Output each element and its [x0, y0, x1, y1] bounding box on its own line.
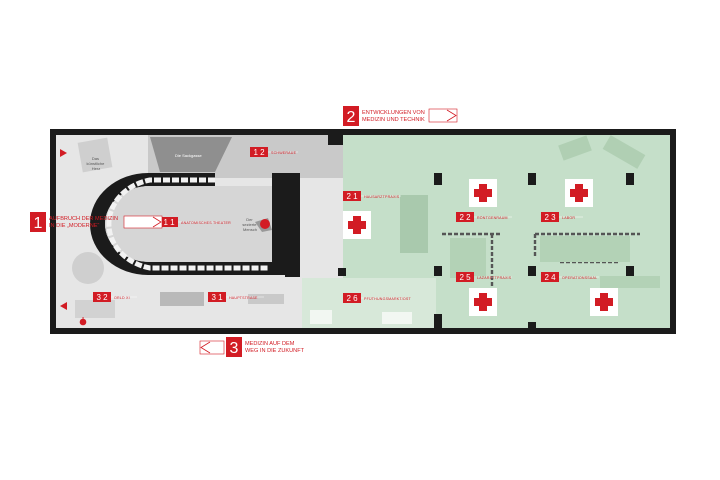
svg-text:RÖNTGENRAUM: RÖNTGENRAUM: [477, 216, 508, 220]
room-label-3-1: 3 1 HAUPTSTRAßE: [208, 292, 264, 302]
svg-text:ANATOMISCHES THEATER: ANATOMISCHES THEATER: [181, 221, 231, 225]
room-label-2-5: 2 5 LAZARETTPRAXIS: [456, 272, 512, 282]
heart-model: [260, 219, 270, 229]
room-label-1-1: 1 1 ANATOMISCHES THEATER: [160, 217, 231, 227]
triangle-marker-icon: [60, 302, 67, 310]
exhibit-table: [248, 294, 284, 304]
desk: [450, 238, 486, 278]
svg-text:AUFBRUCH DER MEDIZIN: AUFBRUCH DER MEDIZIN: [49, 216, 118, 222]
room-label-2-4: 2 4 OPERATIONSSAAL: [541, 272, 599, 282]
red-cross-icon: [469, 179, 497, 207]
shelf: [602, 135, 646, 169]
svg-text:HAUPTSTRAßE: HAUPTSTRAßE: [229, 296, 258, 300]
pillar: [528, 173, 536, 185]
svg-text:WEG IN DIE ZUKUNFT: WEG IN DIE ZUKUNFT: [245, 348, 305, 354]
svg-text:2 4: 2 4: [544, 273, 556, 282]
svg-text:2 1: 2 1: [346, 192, 358, 201]
room-label-1-2: 1 2 SCHWERAUE: [250, 147, 298, 157]
sackgasse-floor: [150, 137, 232, 172]
section-label-1: 1 AUFBRUCH DER MEDIZIN IN DIE „MODERNE“: [30, 212, 163, 232]
theatre-seats: [106, 177, 268, 271]
place-kunstliche-herz: Das künstliche Herz: [87, 156, 106, 171]
pillar: [338, 268, 346, 276]
svg-text:1 1: 1 1: [163, 218, 175, 227]
place-sezierte-mensch: Der sezierte Mensch: [242, 217, 257, 232]
svg-text:LABOR: LABOR: [562, 216, 575, 220]
apple-icon: [79, 317, 87, 326]
room-label-2-3: 2 3 LABOR: [541, 212, 583, 222]
wall-segment: [328, 135, 343, 145]
arrow-right-icon: [428, 108, 458, 123]
red-cross-icon: [343, 211, 371, 239]
desk: [400, 195, 428, 253]
svg-text:3 2: 3 2: [96, 293, 108, 302]
svg-text:ENTWICKLUNGEN VON: ENTWICKLUNGEN VON: [362, 110, 425, 116]
svg-text:3: 3: [230, 340, 239, 357]
section-label-3: 3 MEDIZIN AUF DEM WEG IN DIE ZUKUNFT: [199, 337, 305, 357]
svg-text:MEDIZIN UND TECHNIK: MEDIZIN UND TECHNIK: [362, 117, 425, 123]
section-label-2: 2 ENTWICKLUNGEN VON MEDIZIN UND TECHNIK: [343, 106, 458, 126]
svg-text:IN DIE „MODERNE“: IN DIE „MODERNE“: [49, 223, 99, 229]
pillar: [528, 322, 536, 330]
partition-walls: [442, 232, 640, 296]
room-label-2-1: 2 1 HAUSARZTPRAXIS: [343, 191, 401, 201]
red-cross-icon: [590, 288, 618, 316]
triangle-marker-icon: [60, 149, 67, 157]
shelf: [558, 135, 592, 161]
place-sackgasse: Die Sackgasse: [175, 153, 202, 158]
svg-text:OPERATIONSSAAL: OPERATIONSSAAL: [562, 276, 597, 280]
room-label-2-6: 2 6 PFÜTHUNGSMARKT/OST: [343, 293, 412, 303]
room-label-3-2: 3 2 ORLD XI: [93, 292, 137, 302]
anatomical-theatre-walls: [90, 173, 285, 275]
svg-text:2 3: 2 3: [544, 213, 556, 222]
exhibit-box: [77, 137, 113, 173]
arrow-left-icon: [199, 340, 225, 355]
svg-text:HAUSARZTPRAXIS: HAUSARZTPRAXIS: [364, 195, 400, 199]
bench: [310, 310, 332, 324]
red-cross-icon: [565, 179, 593, 207]
svg-text:2 6: 2 6: [346, 294, 358, 303]
svg-text:2 2: 2 2: [459, 213, 471, 222]
svg-text:ORLD XI: ORLD XI: [114, 296, 130, 300]
room-label-2-2: 2 2 RÖNTGENRAUM: [456, 212, 512, 222]
pillar: [434, 266, 442, 276]
exhibit-display: [75, 300, 115, 318]
anatomical-theatre-floor: [105, 186, 272, 262]
svg-text:2 5: 2 5: [459, 273, 471, 282]
svg-text:1: 1: [34, 215, 43, 232]
svg-text:3 1: 3 1: [211, 293, 223, 302]
cabinet: [600, 276, 660, 288]
svg-text:SCHWERAUE: SCHWERAUE: [271, 151, 297, 155]
arrow-right-icon: [123, 215, 163, 229]
pillar: [626, 173, 634, 185]
pillar: [434, 314, 442, 328]
pillar: [528, 266, 536, 276]
lab-bench: [540, 236, 630, 262]
svg-text:LAZARETTPRAXIS: LAZARETTPRAXIS: [477, 276, 512, 280]
svg-text:2: 2: [347, 109, 356, 126]
svg-text:MEDIZIN AUF DEM: MEDIZIN AUF DEM: [245, 341, 295, 347]
wall-pillar: [285, 173, 300, 277]
red-cross-icon: [469, 288, 497, 316]
pillar: [626, 266, 634, 276]
exhibit-table: [160, 292, 204, 306]
bench: [382, 312, 412, 324]
pillar: [434, 173, 442, 185]
round-table: [72, 252, 104, 284]
svg-text:PFÜTHUNGSMARKT/OST: PFÜTHUNGSMARKT/OST: [364, 297, 412, 301]
svg-text:1 2: 1 2: [253, 148, 265, 157]
